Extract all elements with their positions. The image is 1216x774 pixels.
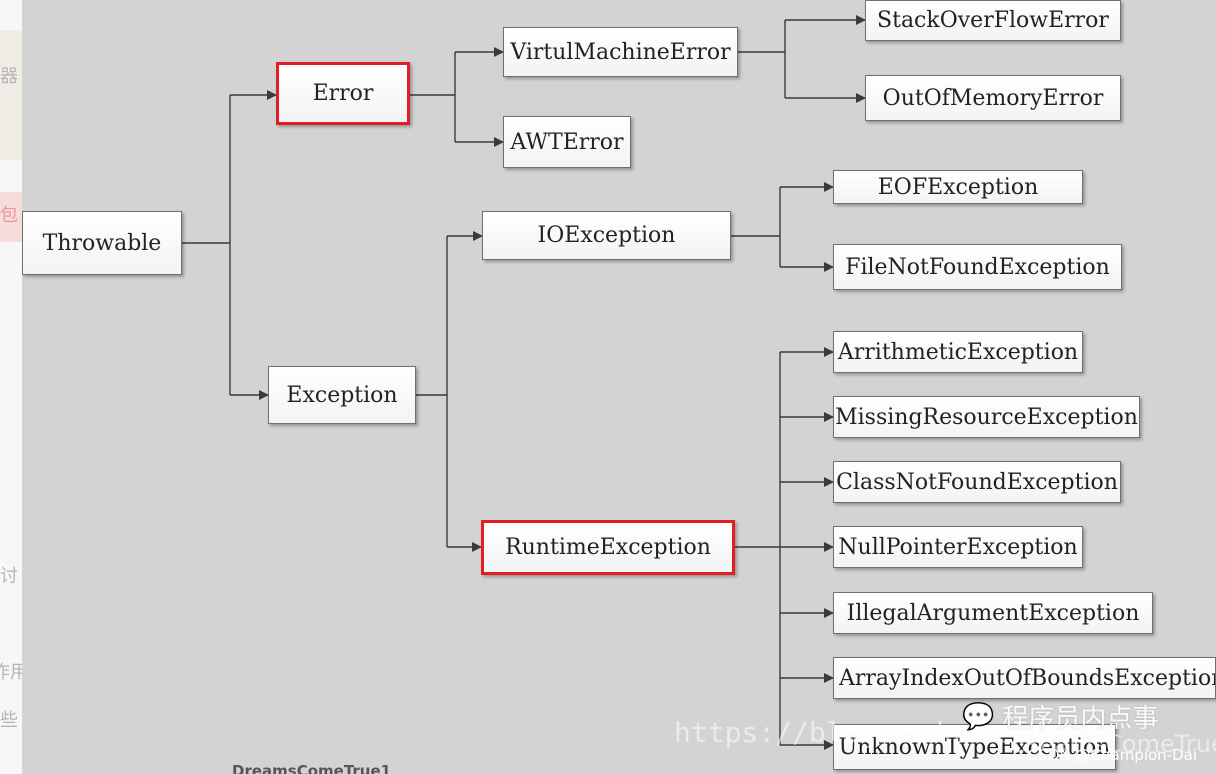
node-unknown-type-exception: UnknownTypeException: [833, 724, 1116, 770]
sidebar-text-5: 些: [0, 710, 18, 731]
sidebar-card-2: [0, 192, 22, 242]
class-hierarchy-diagram: Throwable Error Exception VirtulMachineE…: [22, 0, 1216, 774]
node-runtime-exception: RuntimeException: [481, 520, 735, 575]
sidebar-text-4: 作用: [0, 662, 22, 683]
node-arithmetic-exception: ArrithmeticException: [833, 331, 1083, 373]
node-throwable: Throwable: [22, 211, 182, 275]
sidebar-text-1: 器: [0, 66, 18, 87]
node-missing-resource-exception: MissingResourceException: [833, 396, 1140, 438]
sidebar-text-2: 包: [0, 205, 18, 226]
node-io-exception: IOException: [482, 211, 731, 260]
node-eof-exception: EOFException: [833, 170, 1083, 204]
page-bottom-fragment: DreamsComeTrue1: [232, 762, 392, 774]
sidebar-card-1: [0, 30, 22, 160]
node-array-index-out-of-bounds-exception: ArrayIndexOutOfBoundsException: [833, 657, 1216, 699]
node-virtual-machine-error: VirtulMachineError: [503, 27, 738, 77]
node-out-of-memory-error: OutOfMemoryError: [865, 75, 1121, 121]
sidebar-text-3: 讨: [0, 566, 18, 587]
node-null-pointer-exception: NullPointerException: [833, 526, 1083, 568]
node-awt-error: AWTError: [503, 116, 631, 168]
node-stack-overflow-error: StackOverFlowError: [865, 0, 1121, 41]
node-exception: Exception: [268, 366, 416, 424]
node-file-not-found-exception: FileNotFoundException: [833, 244, 1122, 290]
node-error: Error: [276, 62, 410, 125]
node-class-not-found-exception: ClassNotFoundException: [833, 461, 1121, 503]
node-illegal-argument-exception: IllegalArgumentException: [833, 592, 1153, 634]
connector-lines: [182, 15, 866, 750]
page-sidebar-fragment: 器 包 讨 作用 些: [0, 0, 22, 774]
